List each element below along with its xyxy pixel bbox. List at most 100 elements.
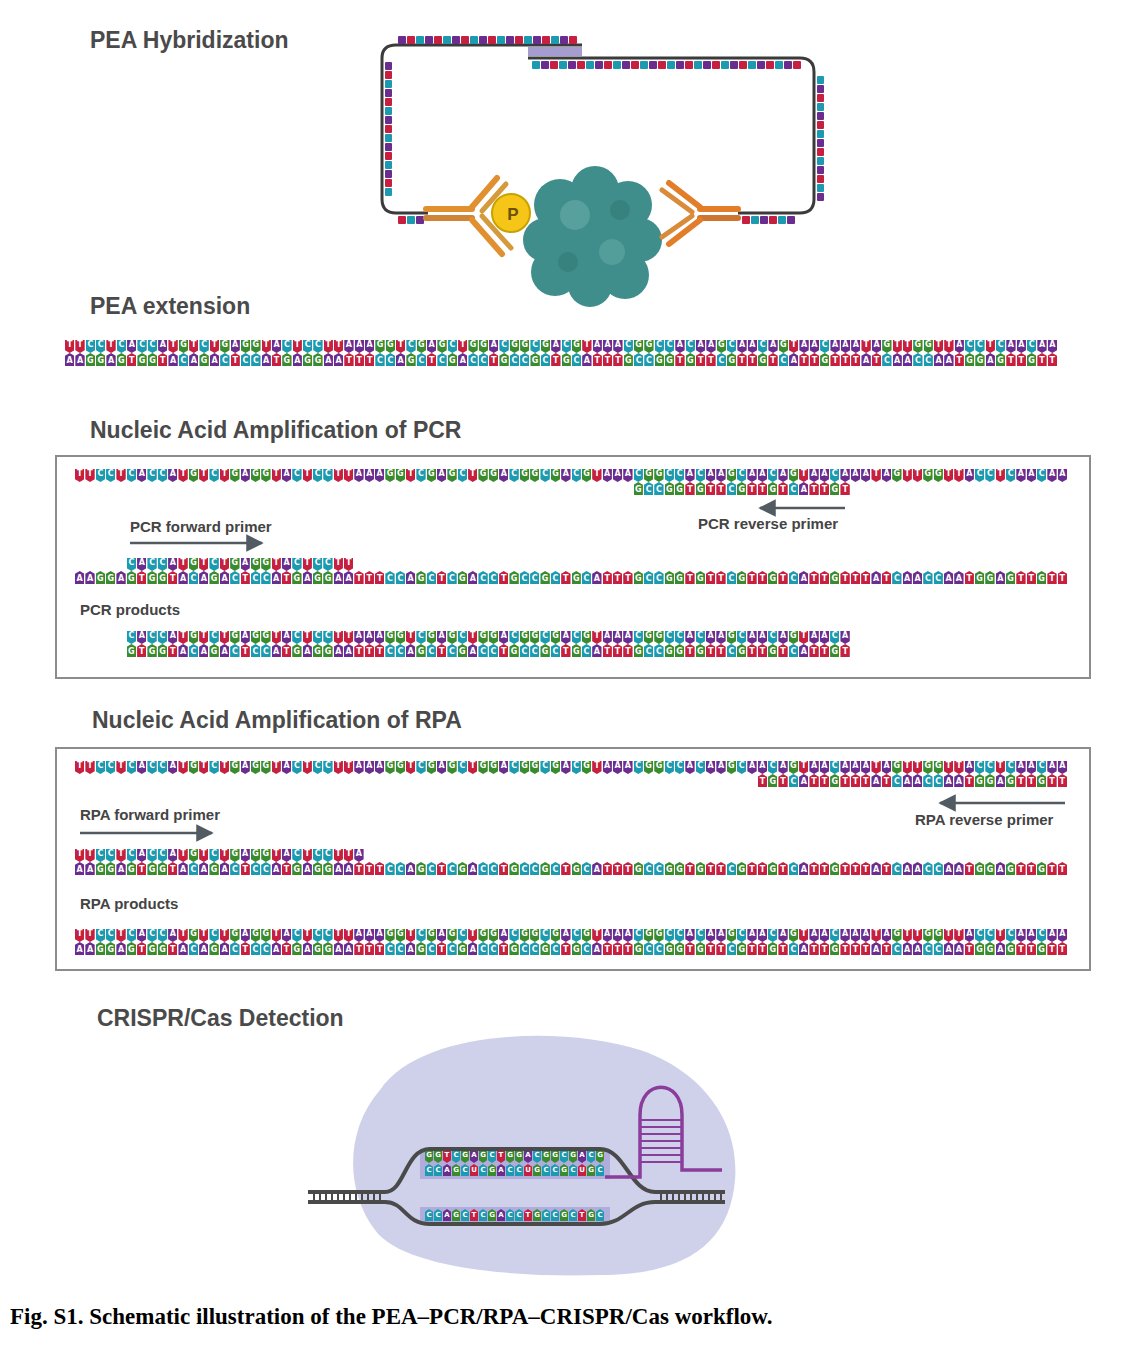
- nucleotide-tile: C: [106, 469, 115, 482]
- nucleotide-tile: T: [344, 929, 353, 942]
- nucleotide-tile: G: [1037, 862, 1046, 875]
- nucleotide-tile: [385, 179, 392, 187]
- nucleotide-tile: A: [871, 774, 880, 787]
- nucleotide-tile: T: [882, 571, 891, 584]
- nucleotide-tile: G: [261, 558, 270, 571]
- nucleotide-tile: C: [596, 1209, 604, 1221]
- nucleotide-tile: C: [209, 558, 218, 571]
- base-pair-tick: [355, 1192, 357, 1202]
- hybrid-band: [420, 1149, 610, 1179]
- nucleotide-tile: C: [117, 340, 126, 353]
- nucleotide-tile: T: [365, 862, 374, 875]
- nucleotide-tile: [407, 216, 415, 224]
- nucleotide-tile: T: [861, 774, 870, 787]
- nucleotide-tile: C: [416, 469, 425, 482]
- section-heading: Nucleic Acid Amplification of PCR: [90, 417, 461, 444]
- nucleotide-tile: C: [582, 862, 591, 875]
- nucleotide-tile: T: [613, 571, 622, 584]
- nucleotide-tile: C: [251, 942, 260, 955]
- nucleotide-tile: A: [220, 571, 229, 584]
- nucleotide-tile: A: [137, 761, 146, 774]
- nucleotide-tile: [434, 36, 442, 44]
- nucleotide-tile: C: [768, 929, 777, 942]
- nucleotide-tile: A: [965, 929, 974, 942]
- nucleotide-tile: T: [127, 353, 136, 366]
- nucleotide-tile: A: [1016, 469, 1025, 482]
- nucleotide-tile: G: [488, 1164, 496, 1176]
- nucleotide-tile: C: [313, 340, 322, 353]
- nucleotide-tile: T: [789, 340, 798, 353]
- nucleotide-tile: C: [434, 1164, 442, 1176]
- nucleotide-tile: T: [468, 469, 477, 482]
- nucleotide-tile: G: [189, 558, 198, 571]
- nucleotide-tile: G: [261, 761, 270, 774]
- nucleotide-tile: A: [1016, 761, 1025, 774]
- nucleotide-tile: A: [272, 644, 281, 657]
- pea-probe-loop: [382, 36, 824, 224]
- nucleotide-tile: C: [975, 340, 984, 353]
- nucleotide-tile: G: [1006, 571, 1015, 584]
- nucleotide-tile: C: [106, 761, 115, 774]
- nucleotide-tile: T: [685, 862, 694, 875]
- nucleotide-tile: C: [830, 929, 839, 942]
- nucleotide-tile: A: [685, 469, 694, 482]
- dna-sequence: TGTCATTGTTTATCAACCAATGGAGTTGTT: [758, 774, 1068, 787]
- nucleotide-tile: G: [434, 1151, 442, 1163]
- nucleotide-tile: T: [137, 942, 146, 955]
- nucleotide-tile: G: [127, 942, 136, 955]
- nucleotide-tile: A: [778, 469, 787, 482]
- nucleotide-tile: T: [965, 862, 974, 875]
- nucleotide-tile: T: [944, 340, 953, 353]
- nucleotide-tile: A: [954, 774, 963, 787]
- nucleotide-tile: G: [499, 353, 508, 366]
- nucleotide-tile: A: [365, 631, 374, 644]
- nucleotide-tile: C: [572, 761, 581, 774]
- nucleotide-tile: G: [385, 631, 394, 644]
- nucleotide-tile: G: [251, 761, 260, 774]
- nucleotide-tile: G: [696, 862, 705, 875]
- nucleotide-tile: C: [520, 571, 529, 584]
- nucleotide-tile: C: [789, 482, 798, 495]
- dna-sequence: CCAGCUCGACCUGCCGCUGC: [425, 1164, 605, 1176]
- nucleotide-tile: T: [903, 929, 912, 942]
- nucleotide-tile: C: [292, 849, 301, 862]
- nucleotide-tile: A: [137, 929, 146, 942]
- nucleotide-tile: G: [478, 631, 487, 644]
- nucleotide-tile: T: [758, 862, 767, 875]
- nucleotide-tile: C: [758, 340, 767, 353]
- nucleotide-tile: C: [934, 774, 943, 787]
- nucleotide-tile: A: [437, 929, 446, 942]
- nucleotide-tile: G: [830, 644, 839, 657]
- nucleotide-tile: T: [799, 353, 808, 366]
- nucleotide-tile: G: [1027, 353, 1036, 366]
- nucleotide-tile: G: [596, 1151, 604, 1163]
- nucleotide-tile: G: [127, 644, 136, 657]
- nucleotide-tile: T: [944, 761, 953, 774]
- nucleotide-tile: C: [572, 353, 581, 366]
- nucleotide-tile: T: [851, 774, 860, 787]
- nucleotide-tile: A: [965, 469, 974, 482]
- nucleotide-tile: T: [861, 942, 870, 955]
- nucleotide-tile: A: [582, 353, 591, 366]
- nucleotide-tile: A: [137, 558, 146, 571]
- nucleotide-tile: A: [241, 631, 250, 644]
- nucleotide-tile: [385, 134, 392, 142]
- nucleotide-tile: T: [551, 353, 560, 366]
- nucleotide-tile: C: [158, 631, 167, 644]
- nucleotide-tile: A: [406, 571, 415, 584]
- nucleotide-tile: A: [85, 862, 94, 875]
- nucleotide-tile: A: [603, 929, 612, 942]
- nucleotide-tile: C: [147, 469, 156, 482]
- nucleotide-tile: G: [292, 862, 301, 875]
- antibody-chain: [426, 206, 472, 212]
- nucleotide-tile: G: [251, 340, 260, 353]
- nucleotide-tile: A: [406, 942, 415, 955]
- nucleotide-tile: G: [975, 353, 984, 366]
- nucleotide-tile: G: [830, 571, 839, 584]
- nucleotide-tile: G: [385, 469, 394, 482]
- nucleotide-tile: G: [323, 644, 332, 657]
- nucleotide-tile: G: [189, 761, 198, 774]
- nucleotide-tile: T: [137, 862, 146, 875]
- nucleotide-tile: A: [758, 631, 767, 644]
- crispr-complex: [308, 1036, 735, 1276]
